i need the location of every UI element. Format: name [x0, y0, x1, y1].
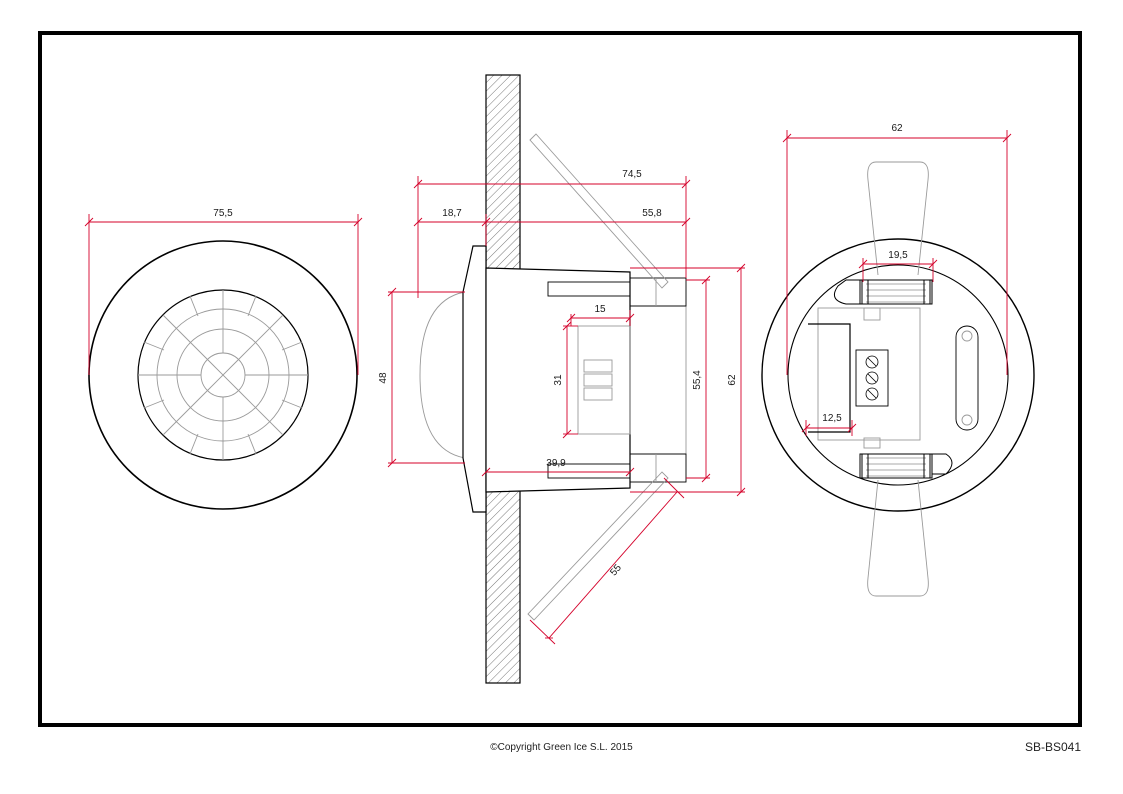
side-view: 74,5 18,7 55,8 48 15 31 55,4 62 39,9 55	[378, 74, 746, 684]
dim-label-body-length: 39,9	[546, 458, 566, 469]
dim-label-front-diameter: 75,5	[213, 208, 233, 219]
lower-spring-clip	[629, 453, 687, 483]
back-outer-ring	[761, 238, 1035, 512]
model-code: SB-BS041	[1024, 740, 1081, 754]
lower-spring-leg	[527, 471, 669, 621]
dim-label-lens-height: 48	[378, 372, 389, 384]
back-clamp	[808, 323, 851, 433]
slot	[955, 325, 979, 431]
dim-label-mount-height: 55,4	[692, 370, 703, 390]
front-flange	[462, 245, 487, 513]
dim-lines-side	[387, 176, 746, 645]
rear-module	[630, 305, 687, 455]
lens-segments	[138, 290, 308, 460]
terminal-screws	[855, 349, 889, 407]
dim-label-terminal-spacing: 19,5	[888, 250, 908, 261]
terminal-block	[577, 325, 631, 435]
dim-label-clamp-width: 12,5	[822, 413, 842, 424]
front-view: 75,5	[84, 208, 363, 510]
dim-lines-back	[782, 130, 1012, 436]
back-inner-ring	[787, 264, 1009, 486]
dim-label-lens-depth: 18,7	[442, 208, 462, 219]
dim-label-back-diameter: 62	[891, 123, 903, 134]
housing-body	[485, 267, 631, 493]
dim-label-total-depth: 74,5	[622, 169, 642, 180]
copyright-text: ©Copyright Green Ice S.L. 2015	[490, 742, 633, 753]
dim-label-body-depth: 55,8	[642, 208, 662, 219]
drawing-frame	[38, 31, 1082, 727]
dim-label-terminal-width: 15	[594, 304, 606, 315]
lens-dome	[419, 291, 466, 459]
upper-spring-leg	[529, 133, 669, 289]
top-spring	[867, 161, 929, 276]
back-view: 62 19,5 12,5	[761, 123, 1035, 597]
dim-label-inner-height: 31	[553, 374, 564, 386]
dim-label-body-height: 62	[727, 374, 738, 386]
dim-label-spring-length: 55	[608, 562, 624, 578]
dim-front-diameter	[84, 214, 363, 375]
upper-spring-clip	[629, 277, 687, 307]
bottom-spring	[867, 479, 929, 597]
